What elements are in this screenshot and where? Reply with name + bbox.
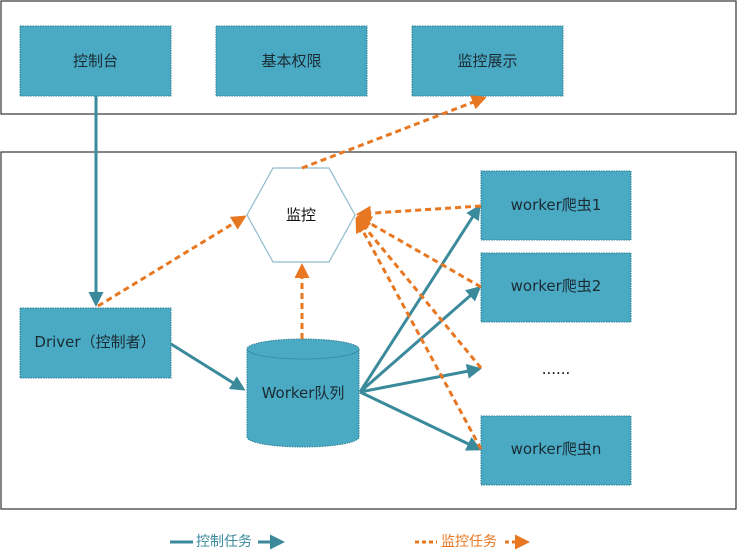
node-worker-1[interactable]: worker爬虫1 bbox=[480, 170, 632, 241]
legend-control: 控制任务 bbox=[170, 534, 285, 550]
arrow-monitor-to-display bbox=[301, 95, 487, 170]
legend-control-label: 控制任务 bbox=[196, 534, 252, 550]
arrow-driver-to-queue bbox=[170, 342, 246, 391]
worker-ellipsis: ...... bbox=[542, 360, 571, 378]
node-monitor-label: 监控 bbox=[286, 206, 316, 224]
node-worker-queue[interactable]: Worker队列 bbox=[246, 338, 360, 448]
control-arrows bbox=[88, 96, 482, 451]
node-monitor[interactable]: 监控 bbox=[246, 167, 356, 263]
arrow-queue-to-worker-n bbox=[359, 390, 482, 451]
arrow-queue-to-worker-2 bbox=[359, 286, 482, 394]
arrow-worker-1-to-monitor bbox=[356, 204, 482, 221]
node-monitor-display-label: 监控展示 bbox=[457, 52, 517, 70]
arrow-worker-2-to-monitor bbox=[356, 215, 482, 289]
node-permissions[interactable]: 基本权限 bbox=[215, 25, 368, 97]
node-worker-n-label: worker爬虫n bbox=[511, 440, 602, 458]
arrow-driver-to-monitor bbox=[97, 215, 247, 308]
node-worker-1-label: worker爬虫1 bbox=[511, 196, 602, 214]
arrow-queue-to-worker-1 bbox=[358, 204, 481, 393]
node-worker-2[interactable]: worker爬虫2 bbox=[480, 252, 632, 323]
arrow-worker-n-to-monitor bbox=[355, 217, 483, 450]
node-driver-label: Driver（控制者） bbox=[34, 333, 155, 351]
monitor-arrows bbox=[97, 95, 487, 450]
legend-monitor: 监控任务 bbox=[415, 534, 530, 550]
node-driver[interactable]: Driver（控制者） bbox=[19, 307, 172, 379]
node-worker-n[interactable]: worker爬虫n bbox=[480, 415, 632, 486]
node-monitor-display[interactable]: 监控展示 bbox=[411, 25, 564, 97]
arrow-worker-ellipsis-to-monitor bbox=[356, 216, 483, 369]
node-console[interactable]: 控制台 bbox=[19, 25, 172, 97]
legend-monitor-label: 监控任务 bbox=[441, 534, 497, 550]
node-worker-queue-label: Worker队列 bbox=[262, 384, 345, 402]
node-console-label: 控制台 bbox=[73, 52, 118, 70]
node-worker-2-label: worker爬虫2 bbox=[511, 277, 602, 295]
arrow-queue-to-worker-ellipsis bbox=[359, 363, 482, 394]
node-permissions-label: 基本权限 bbox=[261, 52, 321, 70]
